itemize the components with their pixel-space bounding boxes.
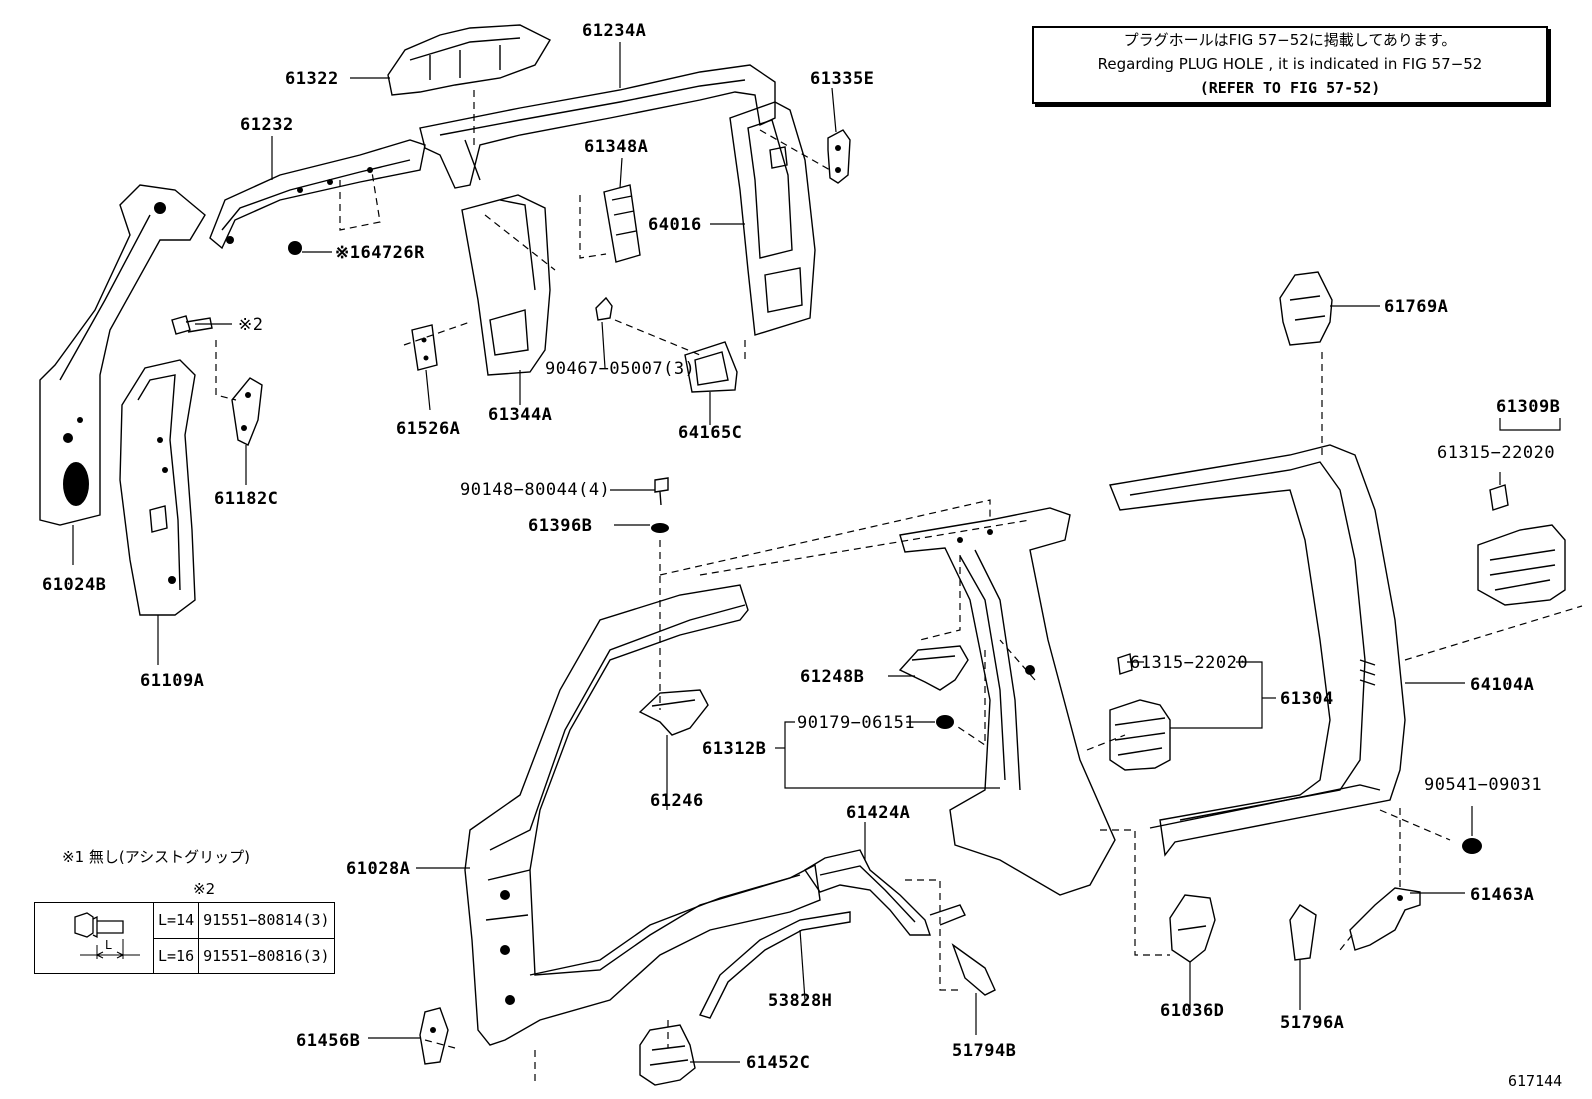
part-number-cell: 91551−80814(3) xyxy=(198,902,335,939)
note-line-en: Regarding PLUG HOLE , it is indicated in… xyxy=(1097,55,1483,73)
part-64016-drawing xyxy=(729,101,816,336)
part-61312B-drawing xyxy=(899,507,1116,896)
part-61182C-drawing xyxy=(231,377,263,446)
part-90179-drawing xyxy=(936,715,954,729)
part-61769A-drawing xyxy=(1279,271,1333,346)
length-cell: L=16 xyxy=(152,937,200,974)
label-61312B: 61312B xyxy=(702,739,766,759)
label-61344A: 61344A xyxy=(488,405,552,425)
dimension-label: L xyxy=(105,938,112,952)
part-61322-drawing xyxy=(387,24,551,96)
note-line-jp: プラグホールはFIG 57−52に掲載してあります。 xyxy=(1123,31,1457,49)
label-61246: 61246 xyxy=(650,791,704,811)
bolt-mark2-drawing xyxy=(171,315,213,335)
label-61335E: 61335E xyxy=(810,69,874,89)
label-61396B: 61396B xyxy=(528,516,592,536)
part-61024B-drawing xyxy=(39,184,206,526)
label-61182C: 61182C xyxy=(214,489,278,509)
label-61463A: 61463A xyxy=(1470,885,1534,905)
part-number-cell: 91551−80816(3) xyxy=(198,937,335,974)
bolt-length-table: L L=14 91551−80814(3) L=16 91551−80816(3… xyxy=(34,902,335,974)
label-61232: 61232 xyxy=(240,115,294,135)
label-61526A: 61526A xyxy=(396,419,460,439)
part-51796A-drawing xyxy=(1289,904,1317,961)
length-cell: L=14 xyxy=(152,902,200,939)
part-90467-drawing xyxy=(595,296,613,321)
table-row: L L=14 91551−80814(3) xyxy=(34,902,335,974)
label-61315-a: 61315−22020 xyxy=(1437,443,1555,463)
part-61304-drawing xyxy=(1109,653,1171,771)
part-61232-drawing xyxy=(209,139,426,250)
label-51794B: 51794B xyxy=(952,1041,1016,1061)
label-61322: 61322 xyxy=(285,69,339,89)
footnote-2-mark: ※2 xyxy=(193,880,216,898)
note-line-ref: (REFER TO FIG 57-52) xyxy=(1199,79,1381,97)
part-64726R-drawing xyxy=(288,241,302,255)
label-61456B: 61456B xyxy=(296,1031,360,1051)
part-64104A-drawing xyxy=(1109,444,1406,857)
bolt-illustration-cell: L xyxy=(34,902,154,974)
part-61036D-drawing xyxy=(1169,894,1216,963)
label-51796A: 51796A xyxy=(1280,1013,1344,1033)
part-61109A-drawing xyxy=(119,359,196,616)
label-mark2: ※2 xyxy=(238,315,263,335)
part-61424A-drawing xyxy=(804,849,966,936)
part-61456B-drawing xyxy=(419,1007,449,1065)
label-61248B: 61248B xyxy=(800,667,864,687)
label-64104A: 64104A xyxy=(1470,675,1534,695)
label-90467: 90467−05007(3) xyxy=(545,359,695,379)
alignment-dash-lines xyxy=(215,90,1583,1085)
part-90541-drawing xyxy=(1462,838,1482,854)
label-61028A: 61028A xyxy=(346,859,410,879)
label-61024B: 61024B xyxy=(42,575,106,595)
part-61246-drawing xyxy=(638,689,709,736)
label-64165C: 64165C xyxy=(678,423,742,443)
label-61348A: 61348A xyxy=(584,137,648,157)
part-61344A-drawing xyxy=(461,194,551,376)
label-53828H: 53828H xyxy=(768,991,832,1011)
label-61309B: 61309B xyxy=(1496,397,1560,417)
part-61028A-drawing xyxy=(464,584,821,1046)
label-61315-b: 61315−22020 xyxy=(1130,653,1248,673)
label-90148: 90148−80044(4) xyxy=(460,480,610,500)
label-90541: 90541−09031 xyxy=(1424,775,1542,795)
part-51794B-drawing xyxy=(951,943,996,996)
label-90179: 90179−06151 xyxy=(797,713,915,733)
plug-hole-note: プラグホールはFIG 57−52に掲載してあります。 Regarding PLU… xyxy=(1032,26,1548,104)
label-61769A: 61769A xyxy=(1384,297,1448,317)
part-90148-drawing xyxy=(654,477,669,506)
part-61248B-drawing xyxy=(898,645,969,691)
part-61335E-drawing xyxy=(827,129,851,184)
leader-lines xyxy=(72,42,1561,1063)
part-61396B-drawing xyxy=(651,523,669,533)
label-61109A: 61109A xyxy=(140,671,204,691)
part-61526A-drawing xyxy=(411,324,438,371)
part-53828H-drawing xyxy=(699,911,851,1019)
flange-bolt-icon: L xyxy=(74,912,140,959)
figure-id: 617144 xyxy=(1508,1072,1563,1090)
table-row: L=16 91551−80816(3) xyxy=(35,937,335,974)
part-labels: 61234A 61322 61232 61335E 61348A 64016 ※… xyxy=(42,21,1560,1073)
part-61309B-drawing xyxy=(1477,484,1566,606)
label-64016: 64016 xyxy=(648,215,702,235)
label-61036D: 61036D xyxy=(1160,1001,1224,1021)
part-64165C-drawing xyxy=(684,341,738,393)
part-61463A-drawing xyxy=(1349,887,1421,951)
label-61304: 61304 xyxy=(1280,689,1334,709)
label-61234A: 61234A xyxy=(582,21,646,41)
label-64726R: ※164726R xyxy=(335,243,425,263)
part-61348A-drawing xyxy=(603,184,641,263)
label-61452C: 61452C xyxy=(746,1053,810,1073)
footnote-1: ※1 無し(アシストグリップ) xyxy=(62,848,250,866)
part-61234A-drawing xyxy=(419,64,776,189)
label-61424A: 61424A xyxy=(846,803,910,823)
